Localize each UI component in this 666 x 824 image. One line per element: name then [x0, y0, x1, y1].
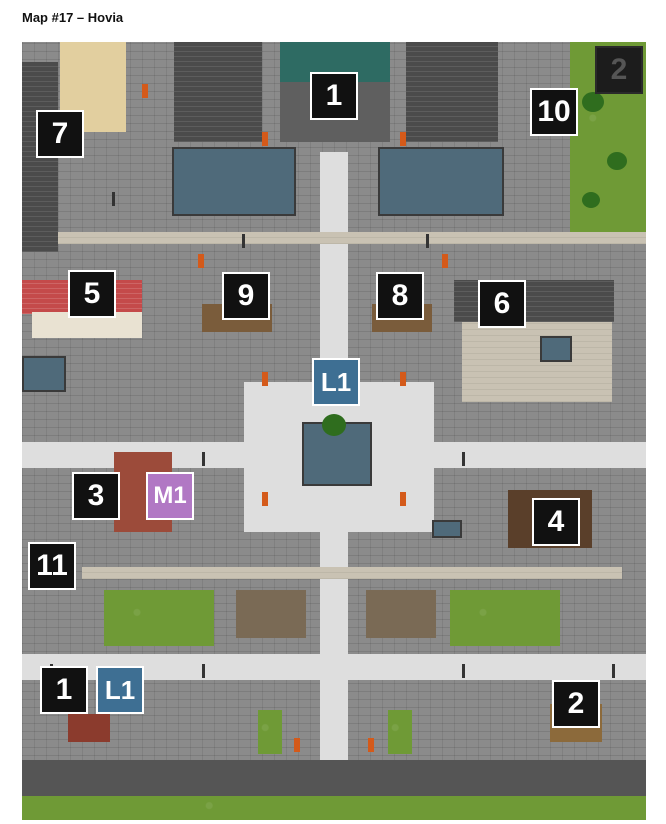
map-marker[interactable]: 6	[478, 280, 526, 328]
east-pool	[432, 520, 462, 538]
castle-moat-right	[378, 147, 504, 216]
building-1-south	[68, 714, 110, 742]
town-map	[22, 42, 646, 820]
lamp-post-icon	[426, 234, 429, 248]
banner-icon	[262, 132, 268, 146]
south-outskirts	[22, 796, 646, 820]
banner-icon	[262, 492, 268, 506]
map-marker[interactable]: 11	[28, 542, 76, 590]
north-path	[22, 232, 646, 244]
banner-icon	[262, 372, 268, 386]
map-marker[interactable]: 10	[530, 88, 578, 136]
castle-left-wing	[174, 42, 262, 142]
lamp-post-icon	[202, 664, 205, 678]
map-marker[interactable]: 1	[310, 72, 358, 120]
southeast-garden	[450, 590, 560, 646]
castle-moat-left	[172, 147, 296, 216]
tree-icon	[322, 414, 346, 436]
lamp-post-icon	[242, 234, 245, 248]
castle-right-wing	[406, 42, 498, 142]
banner-icon	[400, 132, 406, 146]
map-marker[interactable]: L1	[312, 358, 360, 406]
map-marker[interactable]: M1	[146, 472, 194, 520]
mid-path	[82, 567, 622, 579]
map-marker[interactable]: 4	[532, 498, 580, 546]
banner-icon	[400, 492, 406, 506]
banner-icon	[442, 254, 448, 268]
lamp-post-icon	[462, 664, 465, 678]
main-road-vertical	[320, 152, 348, 820]
south-city-wall	[22, 760, 646, 796]
southwest-garden	[104, 590, 214, 646]
lamp-post-icon	[202, 452, 205, 466]
map-marker[interactable]: 3	[72, 472, 120, 520]
map-marker[interactable]: 9	[222, 272, 270, 320]
south-garden-strip	[388, 710, 412, 754]
lamp-post-icon	[612, 664, 615, 678]
lamp-post-icon	[112, 192, 115, 206]
banner-icon	[142, 84, 148, 98]
map-marker[interactable]: 1	[40, 666, 88, 714]
south-center-plot-2	[366, 590, 436, 638]
lamp-post-icon	[462, 452, 465, 466]
building-6-yard	[462, 322, 612, 402]
south-center-plot	[236, 590, 306, 638]
tree-icon	[607, 152, 627, 170]
map-marker[interactable]: L1	[96, 666, 144, 714]
building-6-pool	[540, 336, 572, 362]
tree-icon	[582, 192, 600, 208]
map-marker[interactable]: 2	[595, 46, 643, 94]
map-marker[interactable]: 2	[552, 680, 600, 728]
banner-icon	[368, 738, 374, 752]
map-marker[interactable]: 5	[68, 270, 116, 318]
banner-icon	[294, 738, 300, 752]
map-marker[interactable]: 8	[376, 272, 424, 320]
banner-icon	[198, 254, 204, 268]
banner-icon	[400, 372, 406, 386]
map-marker[interactable]: 7	[36, 110, 84, 158]
west-pond	[22, 356, 66, 392]
tree-icon	[582, 92, 604, 112]
map-title: Map #17 – Hovia	[22, 10, 124, 25]
south-garden-strip	[258, 710, 282, 754]
